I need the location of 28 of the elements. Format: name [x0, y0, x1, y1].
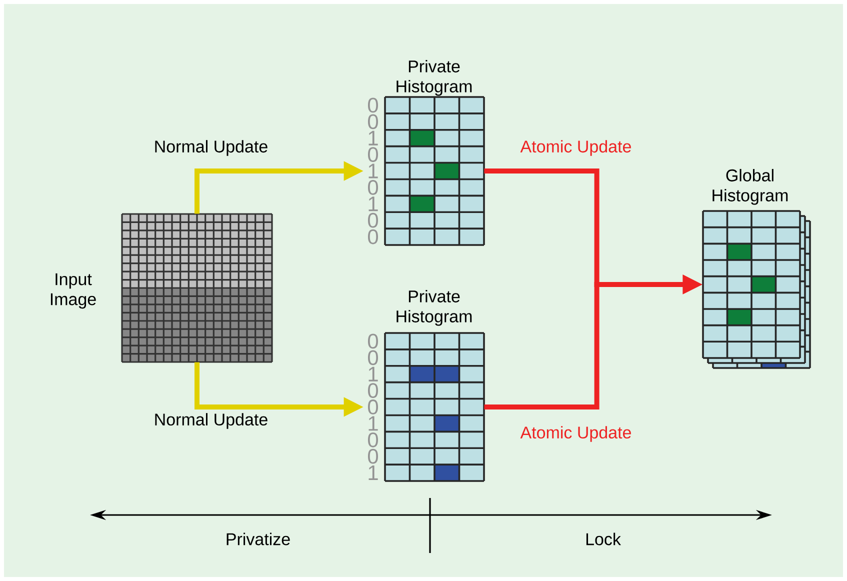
edge-label: Atomic Update	[519, 139, 633, 157]
bit-digit: 1	[368, 466, 378, 480]
section-label: Lock	[586, 532, 621, 546]
bit-digit: 1	[368, 366, 378, 382]
bit-digit: 0	[368, 432, 378, 448]
bit-digit: 1	[368, 164, 378, 178]
bit-digit: 0	[368, 400, 378, 414]
bit-digit: 0	[368, 334, 378, 349]
bit-digit: 0	[368, 212, 378, 228]
bit-digit: 1	[368, 196, 378, 212]
bit-digit: 0	[368, 350, 378, 366]
edge-label: Normal Update	[152, 139, 270, 157]
node-title: Private Histogram	[396, 60, 472, 96]
node-title: Global Histogram	[712, 168, 788, 205]
edge-label: Normal Update	[152, 412, 270, 430]
node-title: Input Image	[50, 273, 96, 309]
bit-digit: 1	[368, 416, 378, 431]
bit-digit: 0	[368, 448, 378, 464]
section-label: Privatize	[226, 532, 290, 546]
edge-label: Atomic Update	[519, 425, 633, 443]
bit-digit: 0	[368, 98, 378, 113]
bit-digit: 0	[368, 229, 378, 244]
bit-digit: 0	[368, 383, 378, 398]
bit-digit: 0	[368, 180, 378, 195]
node-title: Private Histogram	[396, 290, 472, 326]
bit-digit: 0	[368, 114, 378, 130]
bit-digit: 0	[368, 147, 378, 162]
bit-digit: 1	[368, 130, 378, 146]
